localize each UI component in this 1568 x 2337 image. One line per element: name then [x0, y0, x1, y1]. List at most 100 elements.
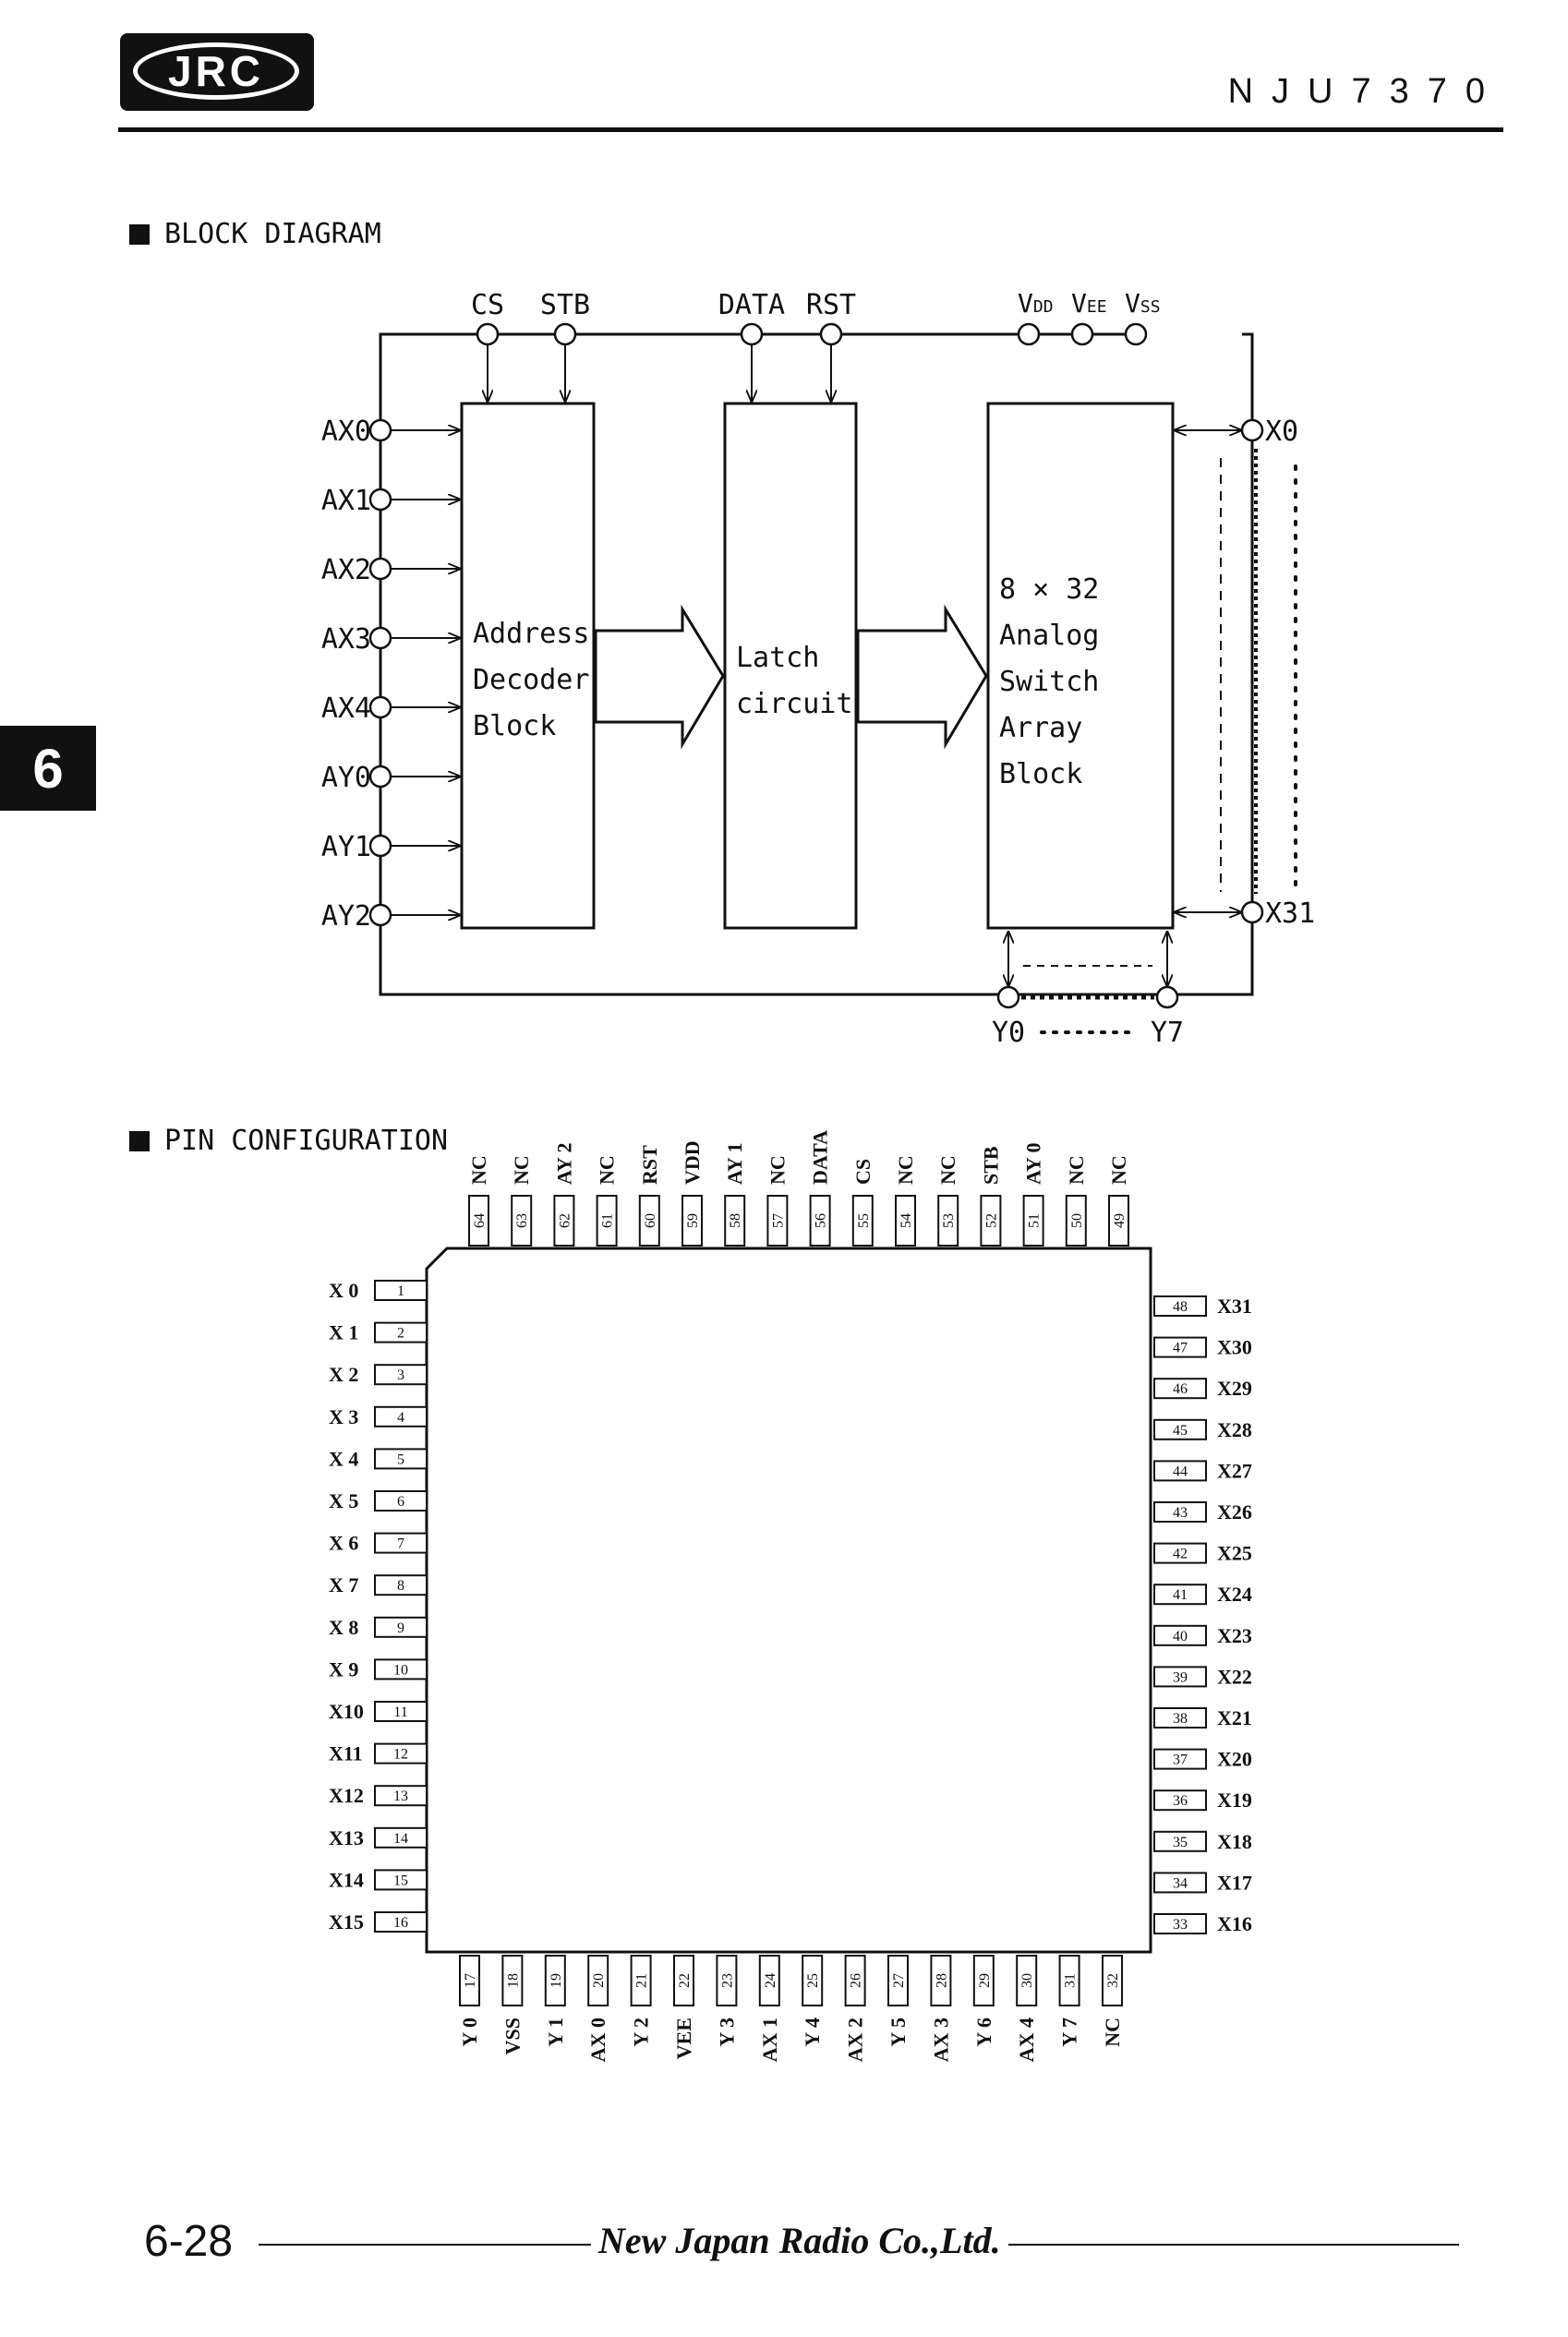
right-pin-terminal	[1240, 900, 1264, 924]
right-pin-box	[1153, 1295, 1207, 1317]
right-pin-box	[1153, 1913, 1207, 1934]
top-pin-box	[937, 1195, 959, 1247]
bottom-pin-number: 26	[849, 1973, 864, 1988]
top-pin-label: DATA	[718, 289, 785, 321]
supply-pin-terminal	[1124, 322, 1148, 346]
supply-pin-letter: V	[1071, 288, 1087, 319]
right-pin-name: X27	[1217, 1459, 1252, 1482]
left-pin-box	[374, 1658, 428, 1680]
right-pin-name: X24	[1217, 1583, 1252, 1606]
right-pin-name: X25	[1217, 1542, 1252, 1565]
top-pin-label: STB	[540, 289, 590, 321]
right-pin-number: 36	[1173, 1793, 1188, 1809]
right-pin-name: X30	[1217, 1336, 1252, 1359]
left-pin-name: X 1	[329, 1321, 358, 1344]
top-pin-box	[1022, 1195, 1044, 1247]
pin-config-heading: PIN CONFIGURATION	[129, 1125, 448, 1157]
block-diagram-title: BLOCK DIAGRAM	[164, 218, 381, 250]
supply-pin-letter: V	[1018, 288, 1033, 319]
top-pin-box	[511, 1195, 533, 1247]
switch-block-text: Analog	[999, 620, 1099, 652]
address-block-text: Address	[473, 618, 589, 650]
bottom-pin-terminal	[996, 985, 1020, 1009]
supply-pin-subscript: SS	[1140, 297, 1161, 317]
top-pin-name: AY 0	[1022, 1143, 1045, 1185]
left-pin-box	[374, 1448, 428, 1470]
right-pin-box	[1153, 1707, 1207, 1729]
bottom-pin-name: AX 0	[586, 2018, 609, 2062]
right-pin-box	[1153, 1789, 1207, 1812]
bottom-pin-number: 18	[505, 1973, 521, 1988]
left-pin-name: X15	[329, 1910, 364, 1933]
right-pin-number: 44	[1173, 1464, 1188, 1479]
bottom-pin-box	[673, 1955, 694, 2006]
left-pin-box	[374, 1490, 428, 1512]
bottom-pin-number: 29	[977, 1973, 993, 1988]
bottom-pin-number: 23	[719, 1973, 735, 1988]
bottom-pin-name: VEE	[672, 2018, 695, 2059]
bottom-pin-box	[972, 1955, 995, 2006]
top-pin-number: 57	[770, 1213, 786, 1228]
left-pin-name: X 6	[329, 1532, 358, 1555]
right-pin-number: 47	[1173, 1341, 1188, 1356]
top-pin-name: NC	[596, 1155, 619, 1185]
top-pin-box	[980, 1195, 1002, 1247]
left-pin-box	[374, 1280, 428, 1301]
right-pin-number: 37	[1173, 1753, 1188, 1768]
supply-pin-subscript: EE	[1087, 297, 1107, 317]
bottom-pin-name: Y 7	[1058, 2018, 1081, 2047]
bullet-square-icon	[129, 1130, 150, 1151]
left-pin-box	[374, 1701, 428, 1722]
right-pin-box	[1153, 1460, 1207, 1482]
top-pin-label: RST	[806, 289, 856, 321]
supply-pin-subscript: DD	[1033, 297, 1054, 317]
top-pin-name: NC	[1107, 1155, 1130, 1185]
left-pin-number: 9	[397, 1620, 404, 1636]
bottom-pin-box	[501, 1955, 524, 2006]
top-pin-number: 49	[1112, 1213, 1128, 1228]
bottom-pin-box	[587, 1955, 609, 2006]
left-pin-terminal	[368, 834, 392, 858]
bottom-pin-name: AX 3	[929, 2018, 952, 2062]
top-pin-number: 62	[557, 1213, 573, 1228]
left-pin-number: 10	[393, 1662, 408, 1678]
right-pin-number: 43	[1173, 1505, 1188, 1521]
top-pin-name: RST	[638, 1145, 661, 1185]
bottom-pin-number: 25	[805, 1973, 821, 1988]
right-pin-number: 33	[1173, 1917, 1188, 1933]
bottom-pin-name: AX 2	[844, 2018, 867, 2062]
left-pin-box	[374, 1826, 428, 1849]
right-pin-label: X0	[1265, 416, 1298, 448]
bottom-pin-name: AX 1	[758, 2018, 781, 2062]
left-pin-terminal	[368, 695, 392, 719]
left-pin-label: AY2	[321, 900, 371, 933]
pin-config-title: PIN CONFIGURATION	[164, 1125, 449, 1157]
bottom-pin-box	[802, 1955, 824, 2006]
left-pin-number: 3	[397, 1367, 404, 1383]
right-pin-number: 46	[1173, 1381, 1188, 1397]
bottom-pin-box	[544, 1955, 566, 2006]
switch-block-text: Array	[999, 712, 1082, 744]
left-pin-box	[374, 1869, 428, 1891]
left-pin-name: X 8	[329, 1616, 358, 1639]
right-pin-name: X28	[1217, 1418, 1252, 1441]
left-pin-terminal	[368, 765, 392, 789]
bottom-pin-box	[716, 1955, 738, 2006]
right-pin-number: 35	[1173, 1835, 1188, 1850]
supply-pin-label: VSS	[1125, 288, 1161, 319]
bottom-pin-name: Y 2	[630, 2018, 653, 2047]
left-pin-box	[374, 1321, 428, 1343]
right-pin-number: 38	[1173, 1711, 1188, 1727]
right-pin-terminal	[1240, 418, 1264, 442]
bottom-pin-box	[1016, 1955, 1038, 2006]
supply-pin-terminal	[1017, 322, 1041, 346]
right-pin-name: X19	[1217, 1789, 1252, 1812]
right-pin-box	[1153, 1418, 1207, 1440]
block-diagram-heading: BLOCK DIAGRAM	[129, 218, 381, 250]
decoder-to-latch-arrow	[594, 604, 725, 750]
top-pin-name: NC	[467, 1155, 490, 1185]
right-pin-box	[1153, 1336, 1207, 1358]
top-pin-terminal	[819, 322, 843, 346]
bottom-pin-box	[1102, 1955, 1123, 2006]
bottom-pin-name: Y 0	[458, 2018, 481, 2047]
